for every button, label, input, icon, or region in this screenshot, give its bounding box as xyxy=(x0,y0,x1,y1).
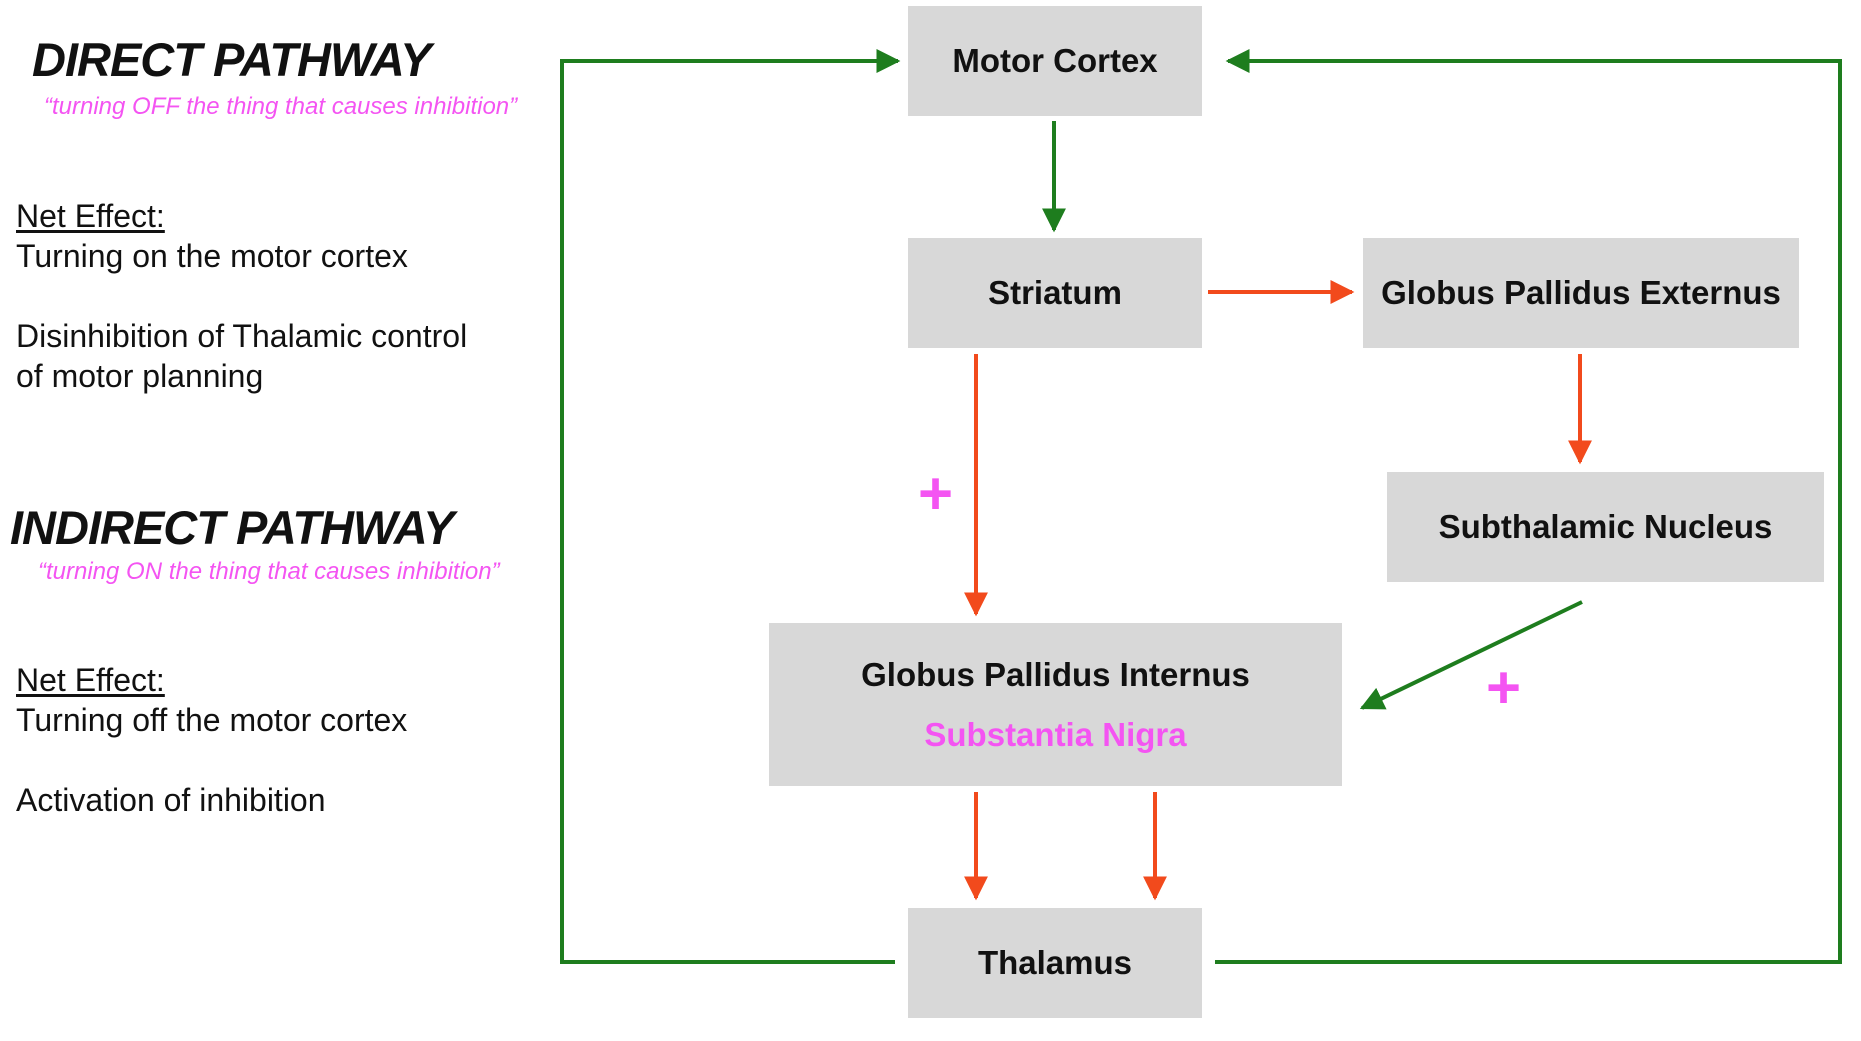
direct-detail-line-2: of motor planning xyxy=(16,358,264,394)
indirect-net-effect-label: Net Effect: xyxy=(16,662,165,698)
indirect-pathway-title: INDIRECT PATHWAY xyxy=(10,501,455,554)
node-substantia-nigra-label: Substantia Nigra xyxy=(924,715,1187,753)
direct-effect-line: Turning on the motor cortex xyxy=(16,238,408,274)
node-motor-cortex-label: Motor Cortex xyxy=(952,42,1158,79)
direct-detail-line-1: Disinhibition of Thalamic control xyxy=(16,318,468,354)
node-striatum-label: Striatum xyxy=(988,274,1122,311)
node-gpe-label: Globus Pallidus Externus xyxy=(1381,274,1781,311)
node-motor-cortex: Motor Cortex xyxy=(908,6,1202,116)
edge-stn-to-gpi xyxy=(1359,600,1583,710)
direct-net-effect-label: Net Effect: xyxy=(16,198,165,234)
node-globus-pallidus-externus: Globus Pallidus Externus xyxy=(1363,238,1799,348)
direct-pathway-title: DIRECT PATHWAY xyxy=(32,33,432,86)
node-gpi-label: Globus Pallidus Internus xyxy=(861,655,1250,693)
indirect-pathway-subtitle: “turning ON the thing that causes inhibi… xyxy=(38,558,500,585)
node-globus-pallidus-internus: Globus Pallidus Internus Substantia Nigr… xyxy=(769,623,1342,786)
edge-thalamus-to-motor-cortex-right xyxy=(1215,49,1842,964)
indirect-detail-line: Activation of inhibition xyxy=(16,782,326,818)
node-subthalamic-nucleus: Subthalamic Nucleus xyxy=(1387,472,1824,582)
edge-thalamus-to-motor-cortex-left xyxy=(560,49,901,964)
pathway-descriptions: DIRECT PATHWAY “turning OFF the thing th… xyxy=(0,0,560,1041)
plus-sign-striatum-to-gpi: + xyxy=(918,460,954,527)
node-stn-label: Subthalamic Nucleus xyxy=(1438,508,1773,545)
node-thalamus-label: Thalamus xyxy=(977,944,1133,981)
node-striatum: Striatum xyxy=(908,238,1202,348)
node-thalamus: Thalamus xyxy=(908,908,1202,1018)
direct-pathway-subtitle: “turning OFF the thing that causes inhib… xyxy=(44,93,518,120)
indirect-effect-line: Turning off the motor cortex xyxy=(16,702,408,738)
plus-sign-stn-to-gpi: + xyxy=(1486,654,1522,721)
